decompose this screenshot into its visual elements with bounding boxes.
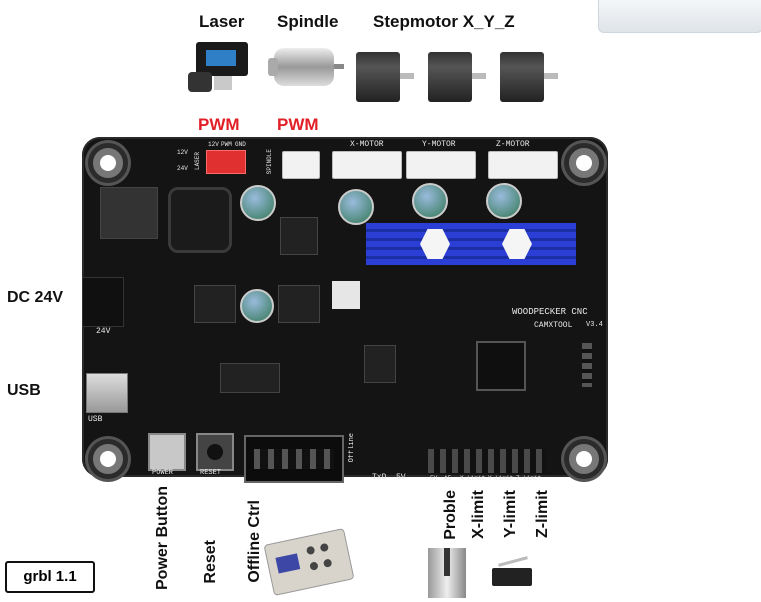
stepper-motor-z-image (500, 52, 558, 102)
spindle-connector (282, 151, 320, 179)
spindle-label: Spindle (277, 12, 339, 31)
brand-text: WOODPECKER CNC (512, 307, 588, 317)
pin-label-x-limit: X-Limit (460, 475, 486, 482)
z-motor-connector (488, 151, 558, 179)
pcb-board: 12V PWM GND LASER 12V 24V SPINDLE X-MOTO… (82, 137, 608, 483)
laser-module-image (188, 42, 254, 92)
limit-switch-image (492, 556, 532, 586)
driver-chip (364, 345, 396, 383)
laser-label: Laser (199, 12, 245, 31)
stepper-motor-y-image (428, 52, 486, 102)
inductor (168, 187, 232, 253)
capacitor-4 (486, 183, 522, 219)
power-silk-text: POWER (152, 469, 174, 477)
reset-button[interactable] (196, 433, 234, 471)
x-motor-connector (332, 151, 402, 179)
version-text: V3.4 (586, 321, 603, 329)
stepper-motor-x-image (356, 52, 414, 102)
usb-chip (220, 363, 280, 393)
x-motor-silk-text: X-MOTOR (350, 140, 384, 149)
spindle-silk-text: SPINDLE (266, 149, 273, 175)
probe-image (428, 548, 466, 598)
v24-text: 24V (177, 165, 188, 172)
pin-label-y-limit: Y-Limit (488, 475, 514, 482)
capacitor-2 (338, 189, 374, 225)
power-button[interactable] (148, 433, 186, 471)
hdr-pwm-text: PWM (221, 141, 232, 148)
y-motor-silk-text: Y-MOTOR (422, 140, 456, 149)
pwm-laser-label: PWM (198, 115, 240, 134)
z-limit-label: Z-limit (534, 490, 551, 538)
capacitor-1 (240, 185, 276, 221)
heatsink (366, 223, 576, 265)
limit-pin-header (428, 449, 546, 473)
mount-hole-bottom-right (564, 439, 604, 479)
usb-label: USB (7, 382, 41, 399)
capacitor-5 (240, 289, 274, 323)
hdr-12v-text: 12V (208, 141, 219, 148)
v24-board-text: 24V (96, 327, 111, 336)
reset-label: Reset (202, 540, 219, 584)
offline-controller-image (263, 528, 355, 596)
pwm-spindle-label: PWM (277, 115, 319, 134)
pin-label-z-limit: Z-Limit (516, 475, 542, 482)
stepmotor-label: Stepmotor X_Y_Z (373, 12, 515, 31)
x-limit-label: X-limit (470, 490, 487, 539)
offline-header (244, 435, 344, 483)
reset-silk-text: RESET (200, 469, 222, 477)
mcu-chip (476, 341, 526, 391)
laser-connector (206, 150, 246, 174)
spindle-motor-image (268, 44, 346, 92)
capacitor-3 (412, 183, 448, 219)
y-motor-connector (406, 151, 476, 179)
dc-24v-label: DC 24V (7, 289, 64, 306)
mount-hole-top-right (564, 143, 604, 183)
regulator-chip (100, 187, 158, 239)
side-header (582, 343, 592, 387)
proble-label: Proble (442, 490, 459, 540)
v12-text: 12V (177, 149, 188, 156)
relay-block (332, 281, 360, 309)
mount-hole-bottom-left (88, 439, 128, 479)
usb-board-text: USB (88, 415, 103, 424)
mosfet-3 (280, 217, 318, 255)
dc-jack (82, 277, 124, 327)
z-motor-silk-text: Z-MOTOR (496, 140, 530, 149)
mosfet-2 (278, 285, 320, 323)
brand2-text: CAMXTOOL (534, 321, 573, 330)
v5-text: 5V (396, 473, 406, 482)
mosfet-1 (194, 285, 236, 323)
pin-label-5v: 5V (430, 475, 438, 482)
pin-label-a5: A5 (444, 475, 452, 482)
y-limit-label: Y-limit (502, 490, 519, 539)
hdr-gnd-text: GND (235, 141, 246, 148)
grbl-version-badge: grbl 1.1 (5, 561, 95, 593)
mount-hole-top-left (88, 143, 128, 183)
offline-ctrl-label: Offline Ctrl (246, 500, 263, 583)
laser-silk-text: LASER (194, 152, 201, 171)
usb-port (86, 373, 128, 413)
power-button-label: Power Button (154, 486, 171, 590)
txd-text: TxD (372, 473, 387, 482)
offline-silk-text: Offline (348, 433, 356, 463)
acrylic-case-image (598, 0, 761, 33)
